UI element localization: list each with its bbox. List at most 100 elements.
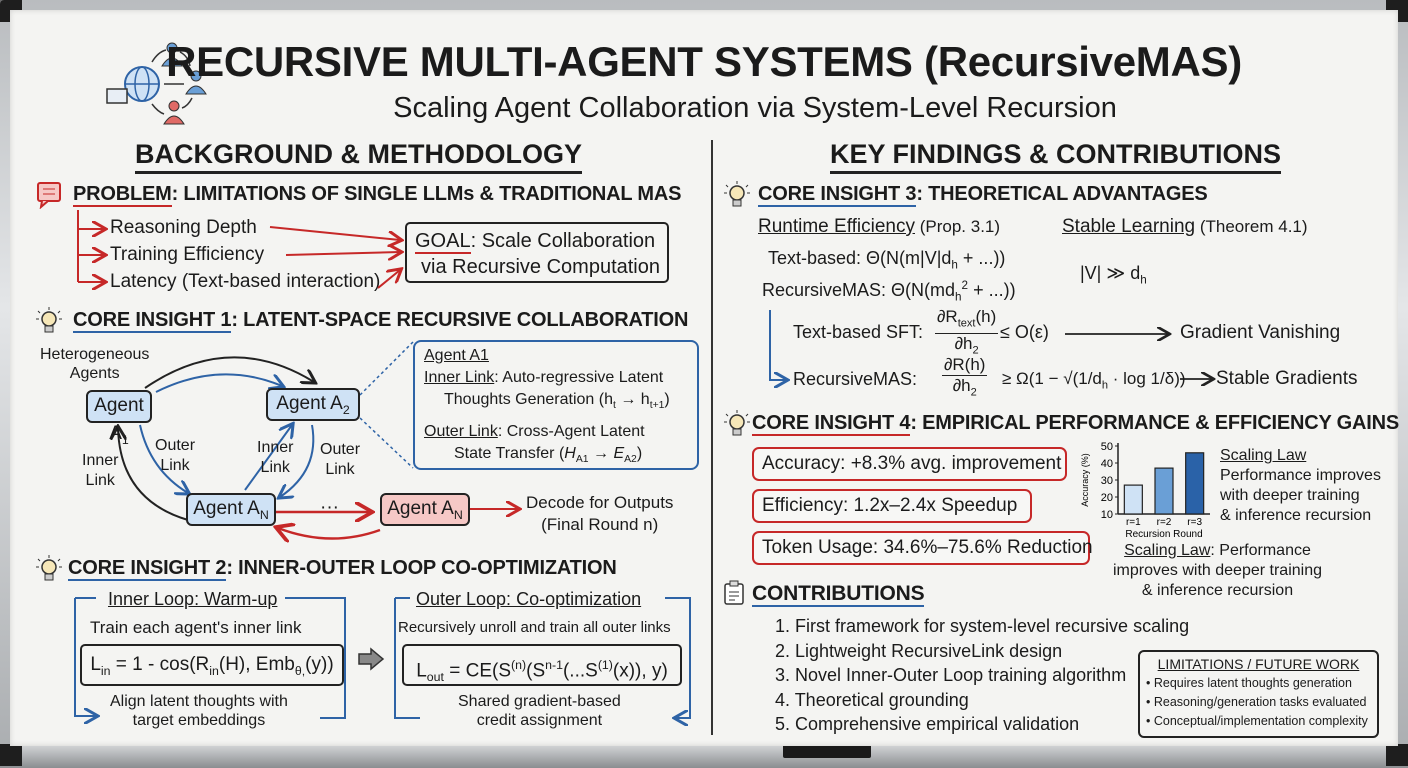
limitation-item: • Conceptual/implementation complexity [1146, 714, 1368, 728]
label-text: Decode for Outputs [526, 493, 674, 512]
inner-loop-title: Inner Loop: Warm-up [108, 589, 278, 609]
contributions-title: CONTRIBUTIONS [752, 582, 925, 607]
formula-part: + ...)) [957, 248, 1006, 268]
stable-ref: (Theorem 4.1) [1195, 217, 1308, 236]
note-text: with deeper training [1220, 487, 1360, 504]
formula-part: θ, [294, 663, 306, 678]
accuracy-metric: Accuracy: +8.3% avg. improvement [752, 447, 1067, 481]
x-tick-label: r=3 [1187, 517, 1202, 528]
note-text: improves with deeper training [1113, 562, 1322, 579]
formula-part: + ...)) [968, 280, 1016, 300]
sft-bound: ≤ O(ε) [1000, 322, 1049, 342]
agent-a1: Agent A1 [86, 390, 152, 447]
section-title-left: BACKGROUND & METHODOLOGY [135, 139, 582, 174]
insight4-heading-text: : EMPIRICAL PERFORMANCE & EFFICIENCY GAI… [910, 412, 1400, 434]
formula-part: 2 [970, 386, 977, 399]
detail-text: E [613, 445, 625, 463]
note-text: Align latent thoughts with [110, 693, 288, 710]
goal-text: via Recursive Computation [421, 256, 660, 278]
insight1-heading-text: : LATENT-SPACE RECURSIVE COLLABORATION [231, 309, 689, 331]
problem-label: PROBLEM [73, 183, 172, 207]
agent-an: Agent AN [186, 493, 276, 526]
y-axis-label: Accuracy (%) [1080, 453, 1090, 507]
formula-part: (h) [975, 307, 997, 326]
detail-text: : Auto-regressive Latent [494, 369, 664, 386]
note-text: target embeddings [132, 712, 266, 729]
y-tick-label: 50 [1101, 441, 1113, 453]
inner-loop-desc: Train each agent's inner link [90, 618, 302, 637]
lightbulb-icon [724, 181, 750, 207]
section-title-right: KEY FINDINGS & CONTRIBUTIONS [830, 139, 1282, 174]
problem-heading: PROBLEM: LIMITATIONS OF SINGLE LLMs & TR… [73, 183, 681, 207]
detail-text: Thoughts Generation (h [444, 391, 613, 408]
scaling-law-label: Scaling Law [1220, 447, 1307, 464]
formula-part: h [955, 290, 962, 304]
fraction-numerator: ∂R(h) [942, 355, 988, 376]
agent-subscript: N [259, 507, 269, 522]
formula-part: (1) [597, 658, 613, 672]
problem-item: Training Efficiency [110, 244, 265, 265]
left-arrows [74, 210, 691, 740]
formula-part: ∂h [954, 334, 973, 354]
insight1-label: CORE INSIGHT 1 [73, 309, 232, 333]
insight4-heading: CORE INSIGHT 4: EMPIRICAL PERFORMANCE & … [752, 412, 1400, 436]
marker-tray [0, 744, 1408, 768]
agent-subscript: N [453, 507, 463, 522]
rmas-result: Stable Gradients [1216, 368, 1358, 389]
limitations-box: LIMITATIONS / FUTURE WORK • Requires lat… [1138, 650, 1379, 738]
note-text: : Performance [1210, 542, 1311, 559]
theory-arrows [769, 310, 1380, 395]
detail-sub: A1 [575, 454, 589, 466]
agent-detail-box: Agent A1 Inner Link: Auto-regressive Lat… [413, 340, 699, 470]
stable-learning: Stable Learning (Theorem 4.1) [1062, 216, 1308, 238]
formula-part: ∂R(h) [944, 355, 986, 374]
rmas-bound: ≥ Ω(1 − √(1/dh · log 1/δ)) [1002, 369, 1186, 391]
lightbulb-icon [36, 307, 62, 333]
note-text: Performance improves [1220, 467, 1381, 484]
formula-part: ∂h [952, 376, 971, 395]
insight3-heading-text: : THEORETICAL ADVANTAGES [916, 183, 1208, 205]
note-text: & inference recursion [1141, 582, 1294, 599]
scaling-law-note: Scaling Law Performance improves with de… [1220, 446, 1381, 526]
inner-link-label: Inner Link [82, 452, 119, 489]
formula-part: (H), Emb [218, 654, 295, 675]
formula-part: h [1140, 273, 1147, 287]
bar [1185, 452, 1205, 515]
board-surface [10, 10, 1398, 746]
label-text: Agents [69, 365, 120, 382]
formula-part: in [209, 663, 219, 678]
page-subtitle: Scaling Agent Collaboration via System-L… [393, 92, 1117, 124]
agent-label: Agent A [387, 498, 454, 519]
limitation-item: • Requires latent thoughts generation [1146, 676, 1352, 690]
formula-part: = CE(S [443, 660, 512, 682]
agent-an-final: Agent AN [380, 493, 470, 526]
detail-sub: A2 [624, 454, 637, 466]
label-text: Heterogeneous [40, 346, 150, 363]
vocab-relation: |V| ≫ dh [1080, 263, 1147, 287]
goal-text: : Scale Collaboration [470, 230, 656, 252]
insight2-heading-text: : INNER-OUTER LOOP CO-OPTIMIZATION [226, 557, 617, 579]
y-tick-label: 30 [1101, 475, 1113, 487]
scaling-law-note-2: Scaling Law: Performance improves with d… [1113, 541, 1322, 601]
contribution-item: 4. Theoretical grounding [775, 689, 969, 710]
sft-derivative: ∂Rtext(h)∂h2 [935, 307, 999, 361]
problem-item: Reasoning Depth [110, 217, 257, 238]
formula-part: = 1 - cos(R [110, 654, 210, 675]
page-title: RECURSIVE MULTI-AGENT SYSTEMS (Recursive… [166, 38, 1242, 85]
runtime-efficiency: Runtime Efficiency (Prop. 3.1) [758, 216, 1000, 238]
outer-loop-title: Outer Loop: Co-optimization [416, 589, 642, 609]
contribution-item: 1. First framework for system-level recu… [775, 616, 1190, 636]
text-based-complexity: Text-based: Θ(N(m|V|dh + ...)) [768, 248, 1005, 272]
arrow-right-icon [358, 647, 385, 671]
formula-part: ∂R [937, 307, 958, 326]
decode-label: Decode for Outputs (Final Round n) [526, 492, 673, 536]
agent-label: Agent A [94, 395, 144, 444]
outer-link-label: Outer Link [320, 441, 361, 478]
outer-link-term: Outer Link [424, 423, 498, 441]
y-tick-label: 20 [1101, 492, 1113, 504]
label-text: (Final Round n) [541, 515, 659, 534]
detail-sub: t+1 [649, 400, 665, 412]
efficiency-metric: Efficiency: 1.2x–2.4x Speedup [752, 489, 1032, 523]
detail-text: → h [615, 391, 650, 408]
